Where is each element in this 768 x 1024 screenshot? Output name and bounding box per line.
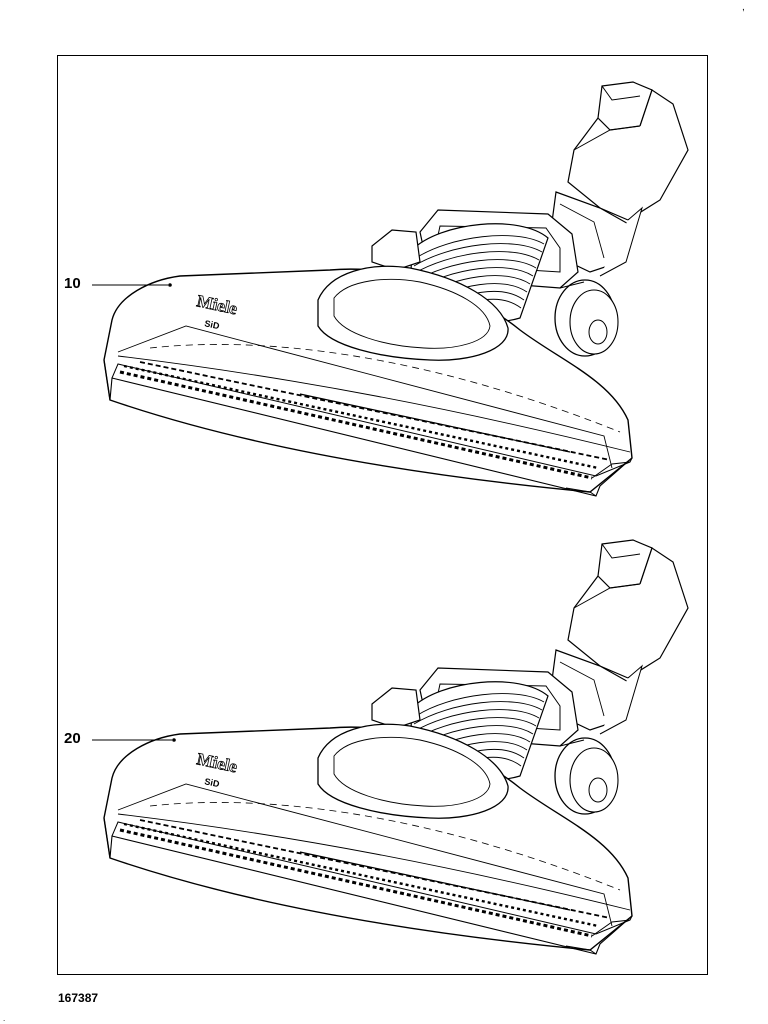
svg-text:SiD: SiD	[204, 776, 221, 789]
callout-label-20: 20	[64, 730, 81, 747]
floorhead-drawing-10	[102, 80, 690, 498]
document-number: 167387	[58, 991, 99, 1005]
svg-text:SiD: SiD	[204, 318, 221, 331]
leader-line-10	[92, 283, 172, 287]
bottom-mark: .	[3, 1014, 6, 1023]
callout-label-10: 10	[64, 275, 81, 292]
drawing-frame	[57, 55, 708, 975]
corner-mark: ,	[742, 2, 745, 13]
floorhead-drawing-20	[102, 538, 690, 956]
leader-line-20	[92, 738, 176, 742]
